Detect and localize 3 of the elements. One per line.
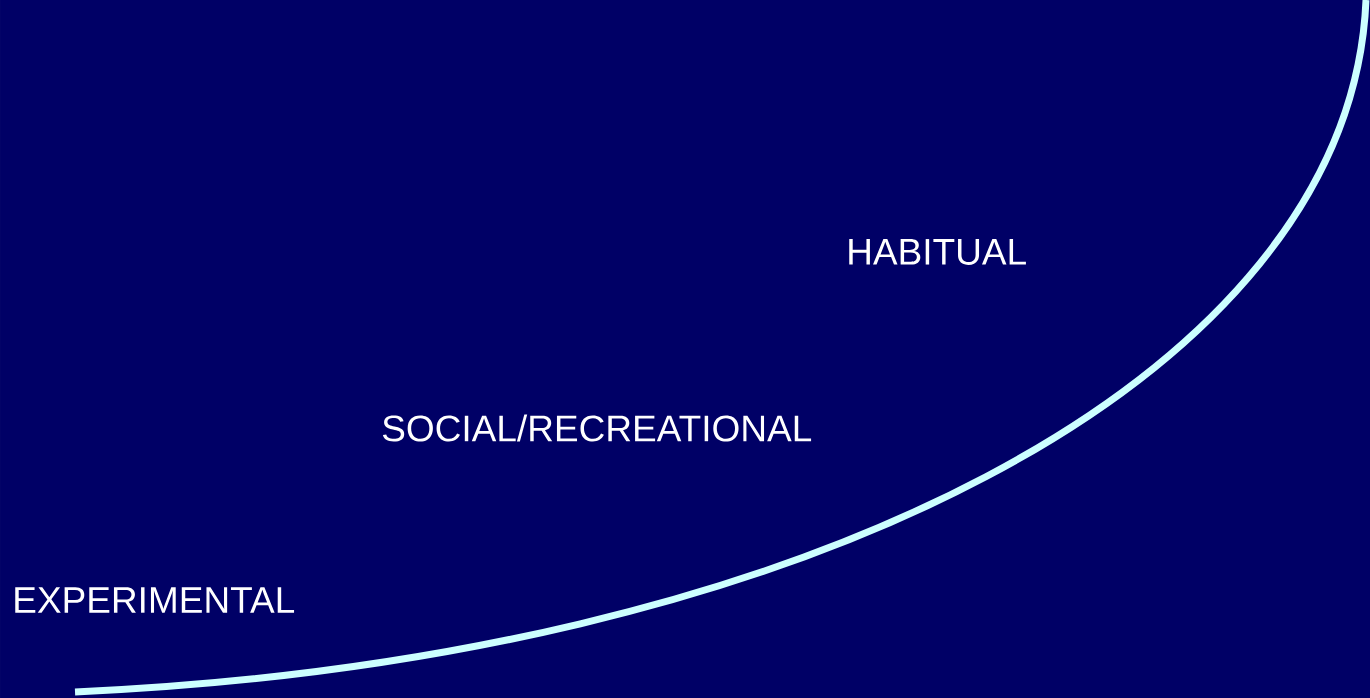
stage-label: EXPERIMENTAL (15, 587, 295, 613)
stage-label: SOCIAL/RECREATIONAL (382, 414, 812, 442)
stage-label: HABITUAL (849, 239, 1026, 265)
